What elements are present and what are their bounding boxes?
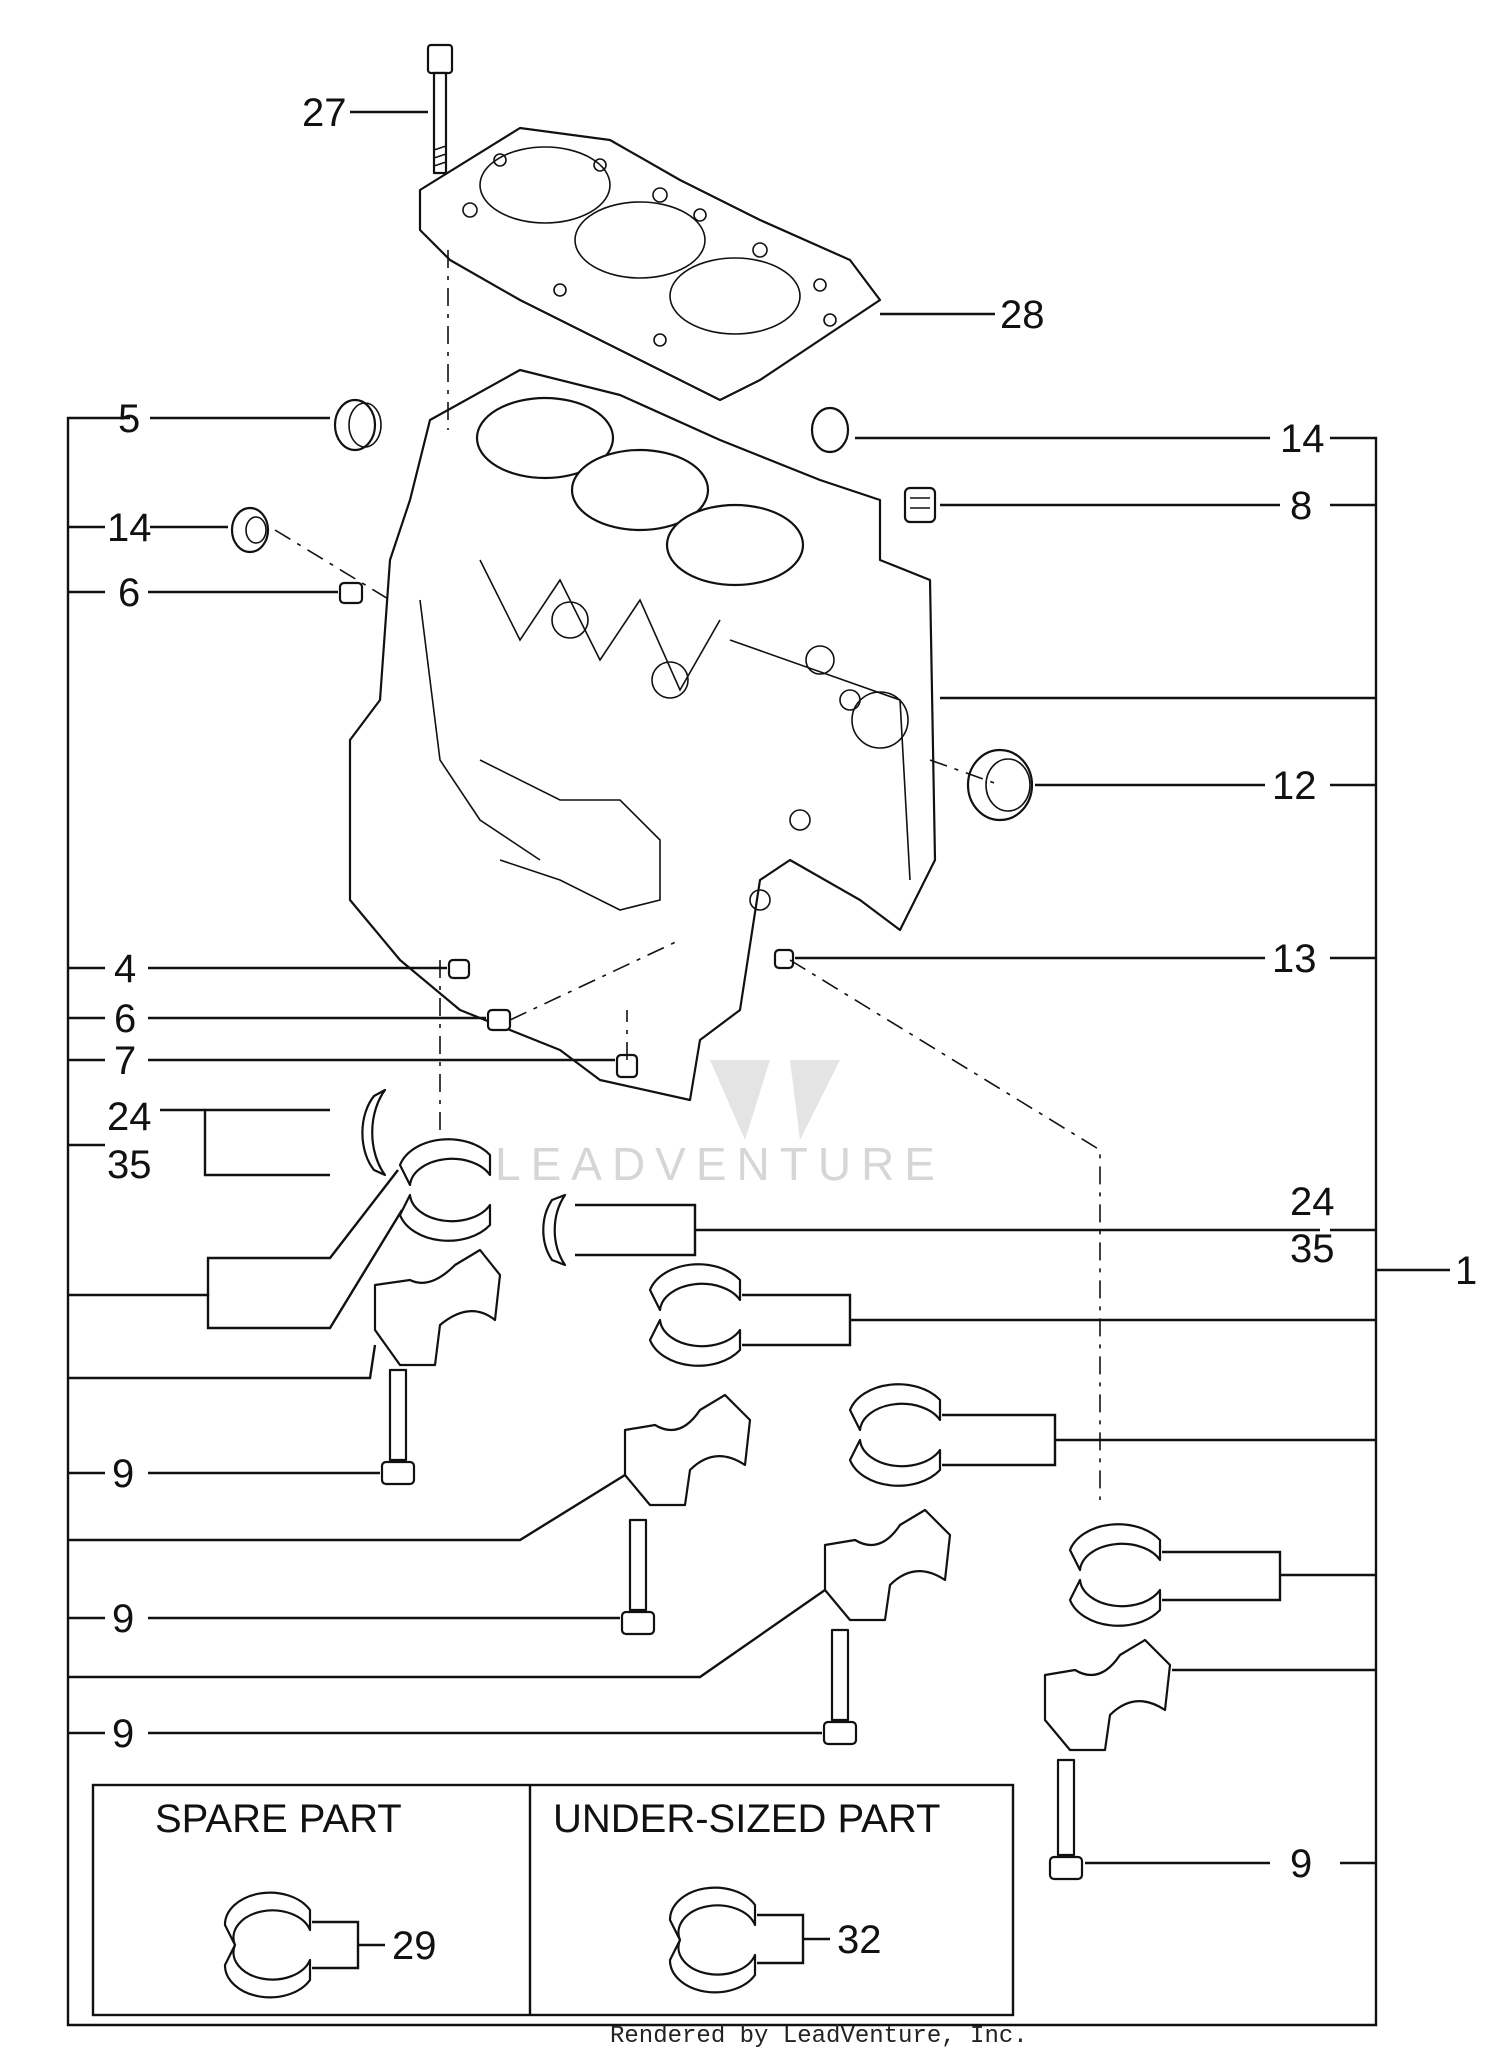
plug-8: [903, 486, 937, 524]
legend-box: SPARE PART UNDER-SIZED PART 29 32: [91, 1783, 1015, 2017]
callout-8: 8: [1290, 484, 1312, 528]
plug-6-lower: [486, 1008, 512, 1032]
bearing-set-1: [373, 1138, 502, 1486]
plug-5: [333, 398, 382, 452]
callout-9-d: 9: [1290, 1842, 1312, 1886]
callout-4: 4: [114, 947, 136, 991]
plug-6-upper: [338, 581, 364, 605]
callout-9-a: 9: [112, 1452, 134, 1496]
spare-part-title: SPARE PART: [155, 1797, 402, 1841]
footer-credit: Rendered by LeadVenture, Inc.: [610, 2023, 1028, 2049]
callout-7: 7: [114, 1039, 136, 1083]
undersized-part-ref: 32: [837, 1918, 882, 1962]
plug-4: [447, 958, 471, 980]
callout-13: 13: [1272, 937, 1317, 981]
head-gasket: [418, 126, 882, 402]
undersized-part-title: UNDER-SIZED PART: [553, 1797, 940, 1841]
spare-part-ref: 29: [392, 1924, 437, 1968]
callout-28: 28: [1000, 293, 1045, 337]
watermark-text: LEADVENTURE: [495, 1138, 945, 1190]
callout-9-c: 9: [112, 1712, 134, 1756]
callout-12: 12: [1272, 764, 1317, 808]
callout-labels: 27 28 5 14 14 8 6 12 4 13 6 7 24 35 24 3…: [107, 91, 1477, 1886]
bearing-set-3: [822, 1383, 952, 1746]
callout-35-left: 35: [107, 1143, 152, 1187]
thrust-washer-left: [361, 1088, 387, 1177]
plug-13: [773, 948, 795, 970]
callout-14-left: 14: [107, 506, 152, 550]
cylinder-block: [348, 368, 937, 1102]
callout-14-top: 14: [1280, 417, 1325, 461]
callout-6-lower: 6: [114, 997, 136, 1041]
bushing-12: [966, 748, 1034, 822]
assembly-bracket: [66, 416, 1450, 2027]
watermark: LEADVENTURE: [495, 1060, 945, 1190]
callout-1: 1: [1455, 1249, 1477, 1293]
callout-6-upper: 6: [118, 571, 140, 615]
plug-14-top: [810, 406, 850, 454]
leader-lines: [68, 110, 1376, 1865]
thrust-washer-right: [542, 1193, 567, 1267]
undersized-bearing-icon: [668, 1886, 757, 1994]
head-bolt: [426, 43, 454, 175]
bearing-set-4: [1043, 1523, 1172, 1881]
callout-24-left: 24: [107, 1095, 152, 1139]
alignment-lines: [274, 250, 1101, 1500]
callout-5: 5: [118, 397, 140, 441]
callout-35-right: 35: [1290, 1227, 1335, 1271]
callout-27: 27: [302, 91, 347, 135]
spare-bearing-icon: [223, 1891, 312, 1999]
callout-24-right: 24: [1290, 1180, 1335, 1224]
bearing-set-2: [620, 1263, 752, 1636]
callout-9-b: 9: [112, 1597, 134, 1641]
oil-seal-14: [230, 506, 270, 554]
